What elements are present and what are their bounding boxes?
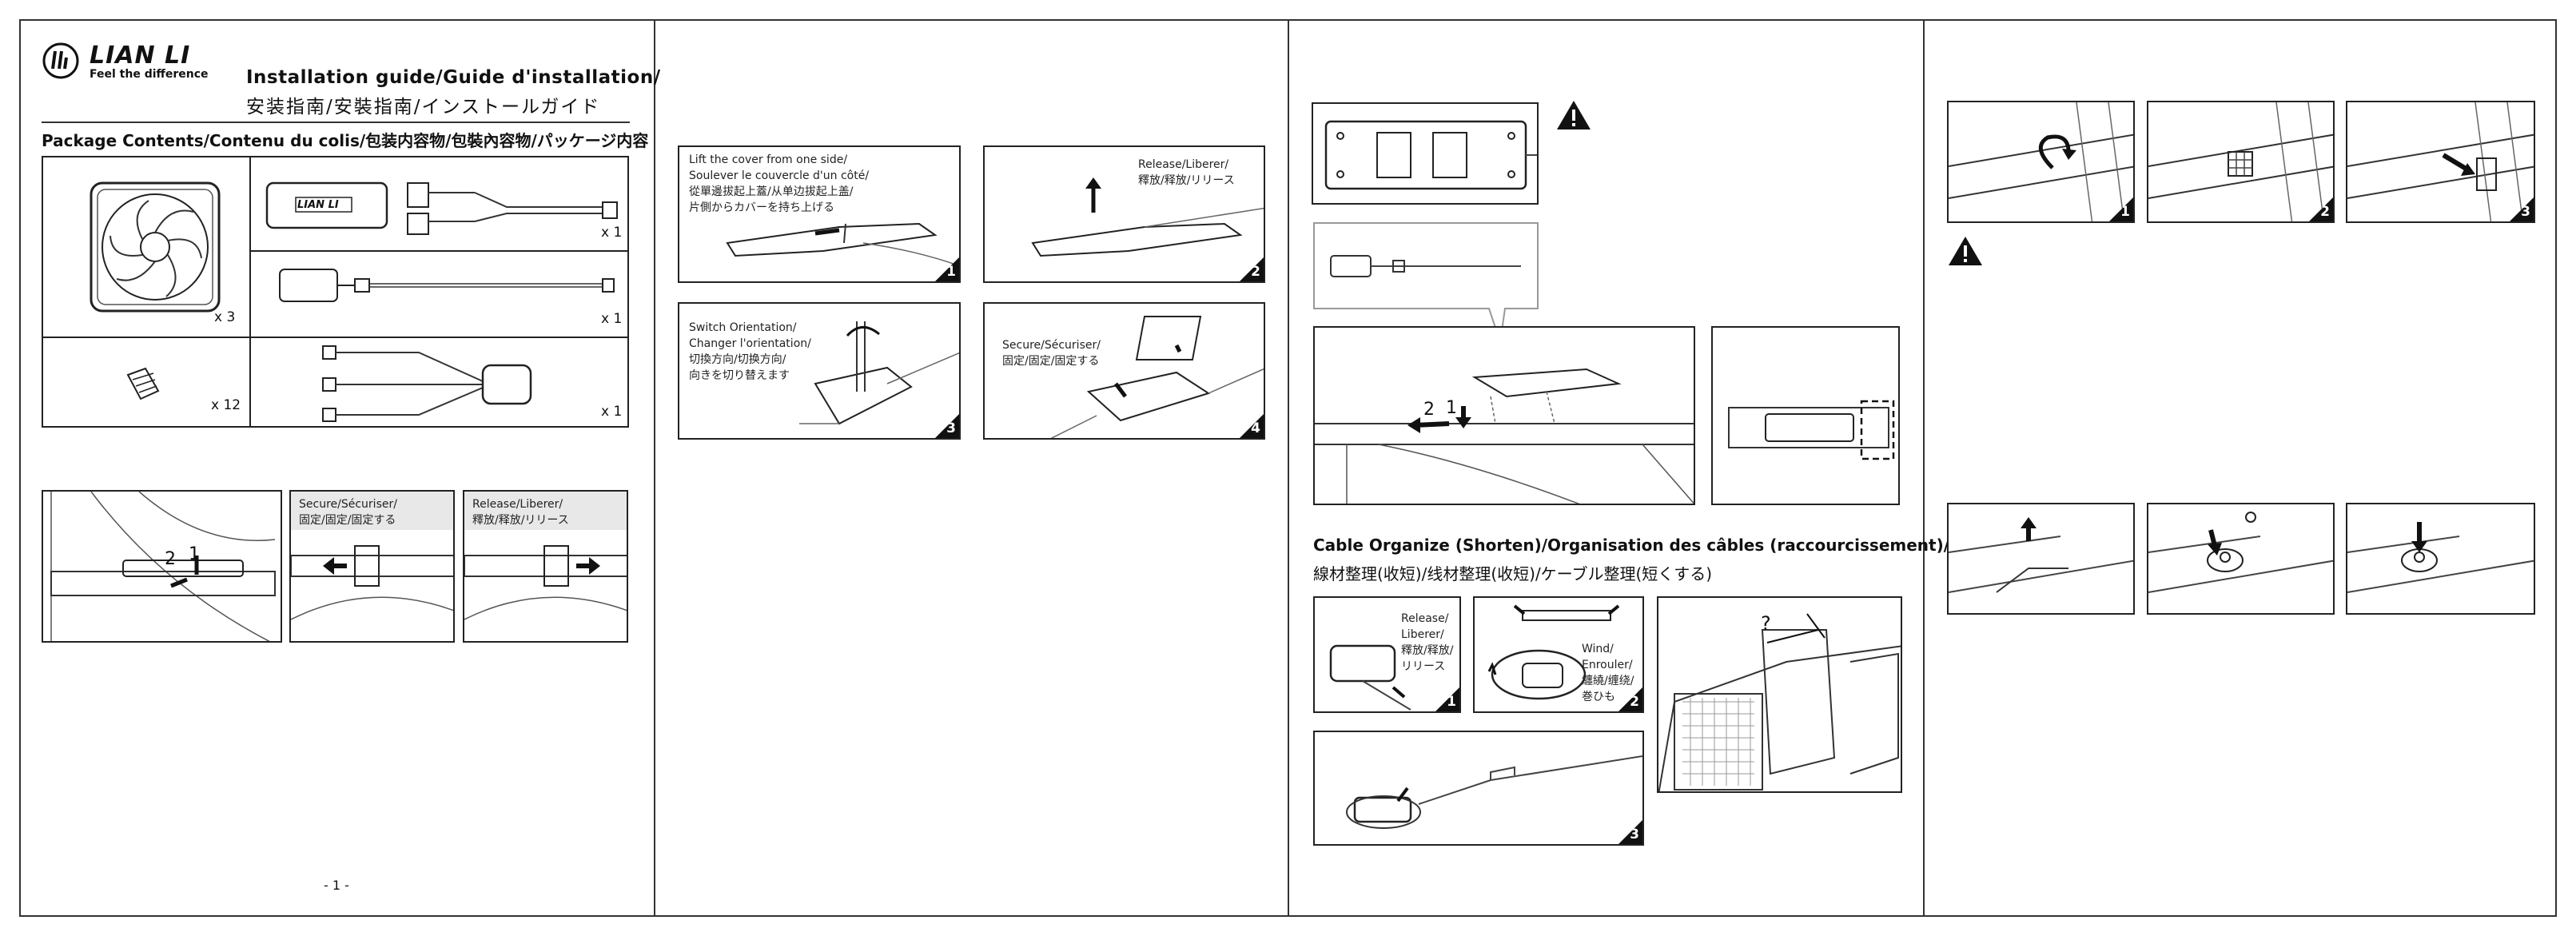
splitter-cable-icon bbox=[322, 345, 532, 422]
step-2-label: Release/Liberer/ 釋放/释放/リリース bbox=[1138, 158, 1235, 187]
secure-step-image: Secure/Sécuriser/ 固定/固定/固定する bbox=[289, 490, 455, 643]
guide-title: Installation guide/Guide d'installation/ bbox=[246, 67, 661, 88]
controller-qty: x 1 bbox=[601, 225, 623, 241]
brand-logo: LIAN LI Feel the difference bbox=[42, 42, 209, 83]
cable-qty: x 1 bbox=[601, 311, 623, 327]
step-3-label: Switch Orientation/ Changer l'orientatio… bbox=[689, 321, 811, 382]
step-card: 3 bbox=[1313, 731, 1644, 846]
controller-position-image bbox=[1711, 326, 1900, 505]
header-rule bbox=[42, 121, 630, 123]
extension-cable-icon bbox=[279, 269, 615, 302]
controller-logo-text: LIAN LI bbox=[297, 199, 339, 211]
screw-qty: x 12 bbox=[211, 397, 241, 413]
step-image bbox=[2346, 503, 2535, 615]
package-heading: Package Contents/Contenu du colis/包装内容物/… bbox=[42, 131, 649, 150]
secure-label: Secure/Sécuriser/ 固定/固定/固定する bbox=[299, 498, 397, 527]
step-image bbox=[2147, 503, 2335, 615]
step-card: 3 bbox=[2346, 101, 2535, 223]
step-card: Release/ Liberer/ 釋放/释放/ リリース 1 bbox=[1313, 596, 1461, 713]
panel-divider bbox=[1288, 19, 1289, 917]
page-number: - 1 - bbox=[324, 878, 349, 893]
case-diagram-image: ? bbox=[1657, 596, 1902, 793]
step-1-label: Lift the cover from one side/ Soulever l… bbox=[689, 153, 870, 214]
wind-label: Wind/ Enrouler/ 纏繞/缠绕/ 巻ひも bbox=[1582, 643, 1634, 703]
cable-organize-heading-cjk: 線材整理(收短)/线材整理(收短)/ケーブル整理(短くする) bbox=[1313, 564, 1713, 584]
callout-1: 1 bbox=[189, 544, 200, 564]
panel-divider bbox=[654, 19, 655, 917]
release-label: Release/Liberer/ 釋放/释放/リリース bbox=[472, 498, 569, 527]
controller-closeup-image bbox=[1312, 102, 1539, 205]
release-step-image: Release/Liberer/ 釋放/释放/リリース bbox=[463, 490, 628, 643]
step-image bbox=[1947, 503, 2135, 615]
step-card: Secure/Sécuriser/ 固定/固定/固定する 4 bbox=[983, 302, 1265, 440]
package-table: x 3 LIAN LI x 1 x 1 x 12 x 1 bbox=[42, 156, 629, 428]
lian-li-logo-icon bbox=[42, 42, 79, 79]
step-card: 2 bbox=[2147, 101, 2335, 223]
callout-2: 2 bbox=[165, 549, 176, 569]
warning-icon bbox=[1557, 101, 1591, 129]
step-card: Switch Orientation/ Changer l'orientatio… bbox=[678, 302, 961, 440]
question-mark: ? bbox=[1761, 612, 1771, 635]
brand-tagline: Feel the difference bbox=[90, 68, 209, 81]
step-card: 1 bbox=[1947, 101, 2135, 223]
release-label: Release/ Liberer/ 釋放/释放/ リリース bbox=[1401, 612, 1454, 673]
screw-icon bbox=[126, 367, 160, 400]
callout-2: 2 bbox=[1423, 400, 1435, 420]
cable-callout-image bbox=[1313, 222, 1539, 358]
fan-connection-image: 2 1 bbox=[1313, 326, 1695, 505]
controller-icon bbox=[265, 181, 618, 235]
splitter-qty: x 1 bbox=[601, 404, 623, 420]
callout-1: 1 bbox=[1446, 398, 1457, 418]
fan-icon bbox=[90, 181, 221, 313]
step-card: Lift the cover from one side/ Soulever l… bbox=[678, 145, 961, 283]
panel-divider bbox=[1923, 19, 1925, 917]
step-card: Release/Liberer/ 釋放/释放/リリース 2 bbox=[983, 145, 1265, 283]
fan-qty: x 3 bbox=[214, 309, 236, 325]
step-card: Wind/ Enrouler/ 纏繞/缠绕/ 巻ひも 2 bbox=[1473, 596, 1644, 713]
install-step-image: 2 1 bbox=[42, 490, 282, 643]
warning-icon bbox=[1949, 237, 1982, 265]
guide-title-cjk: 安装指南/安裝指南/インストールガイド bbox=[246, 97, 601, 117]
brand-name: LIAN LI bbox=[90, 42, 191, 70]
step-4-label: Secure/Sécuriser/ 固定/固定/固定する bbox=[1002, 339, 1101, 368]
cable-organize-heading: Cable Organize (Shorten)/Organisation de… bbox=[1313, 536, 1950, 555]
